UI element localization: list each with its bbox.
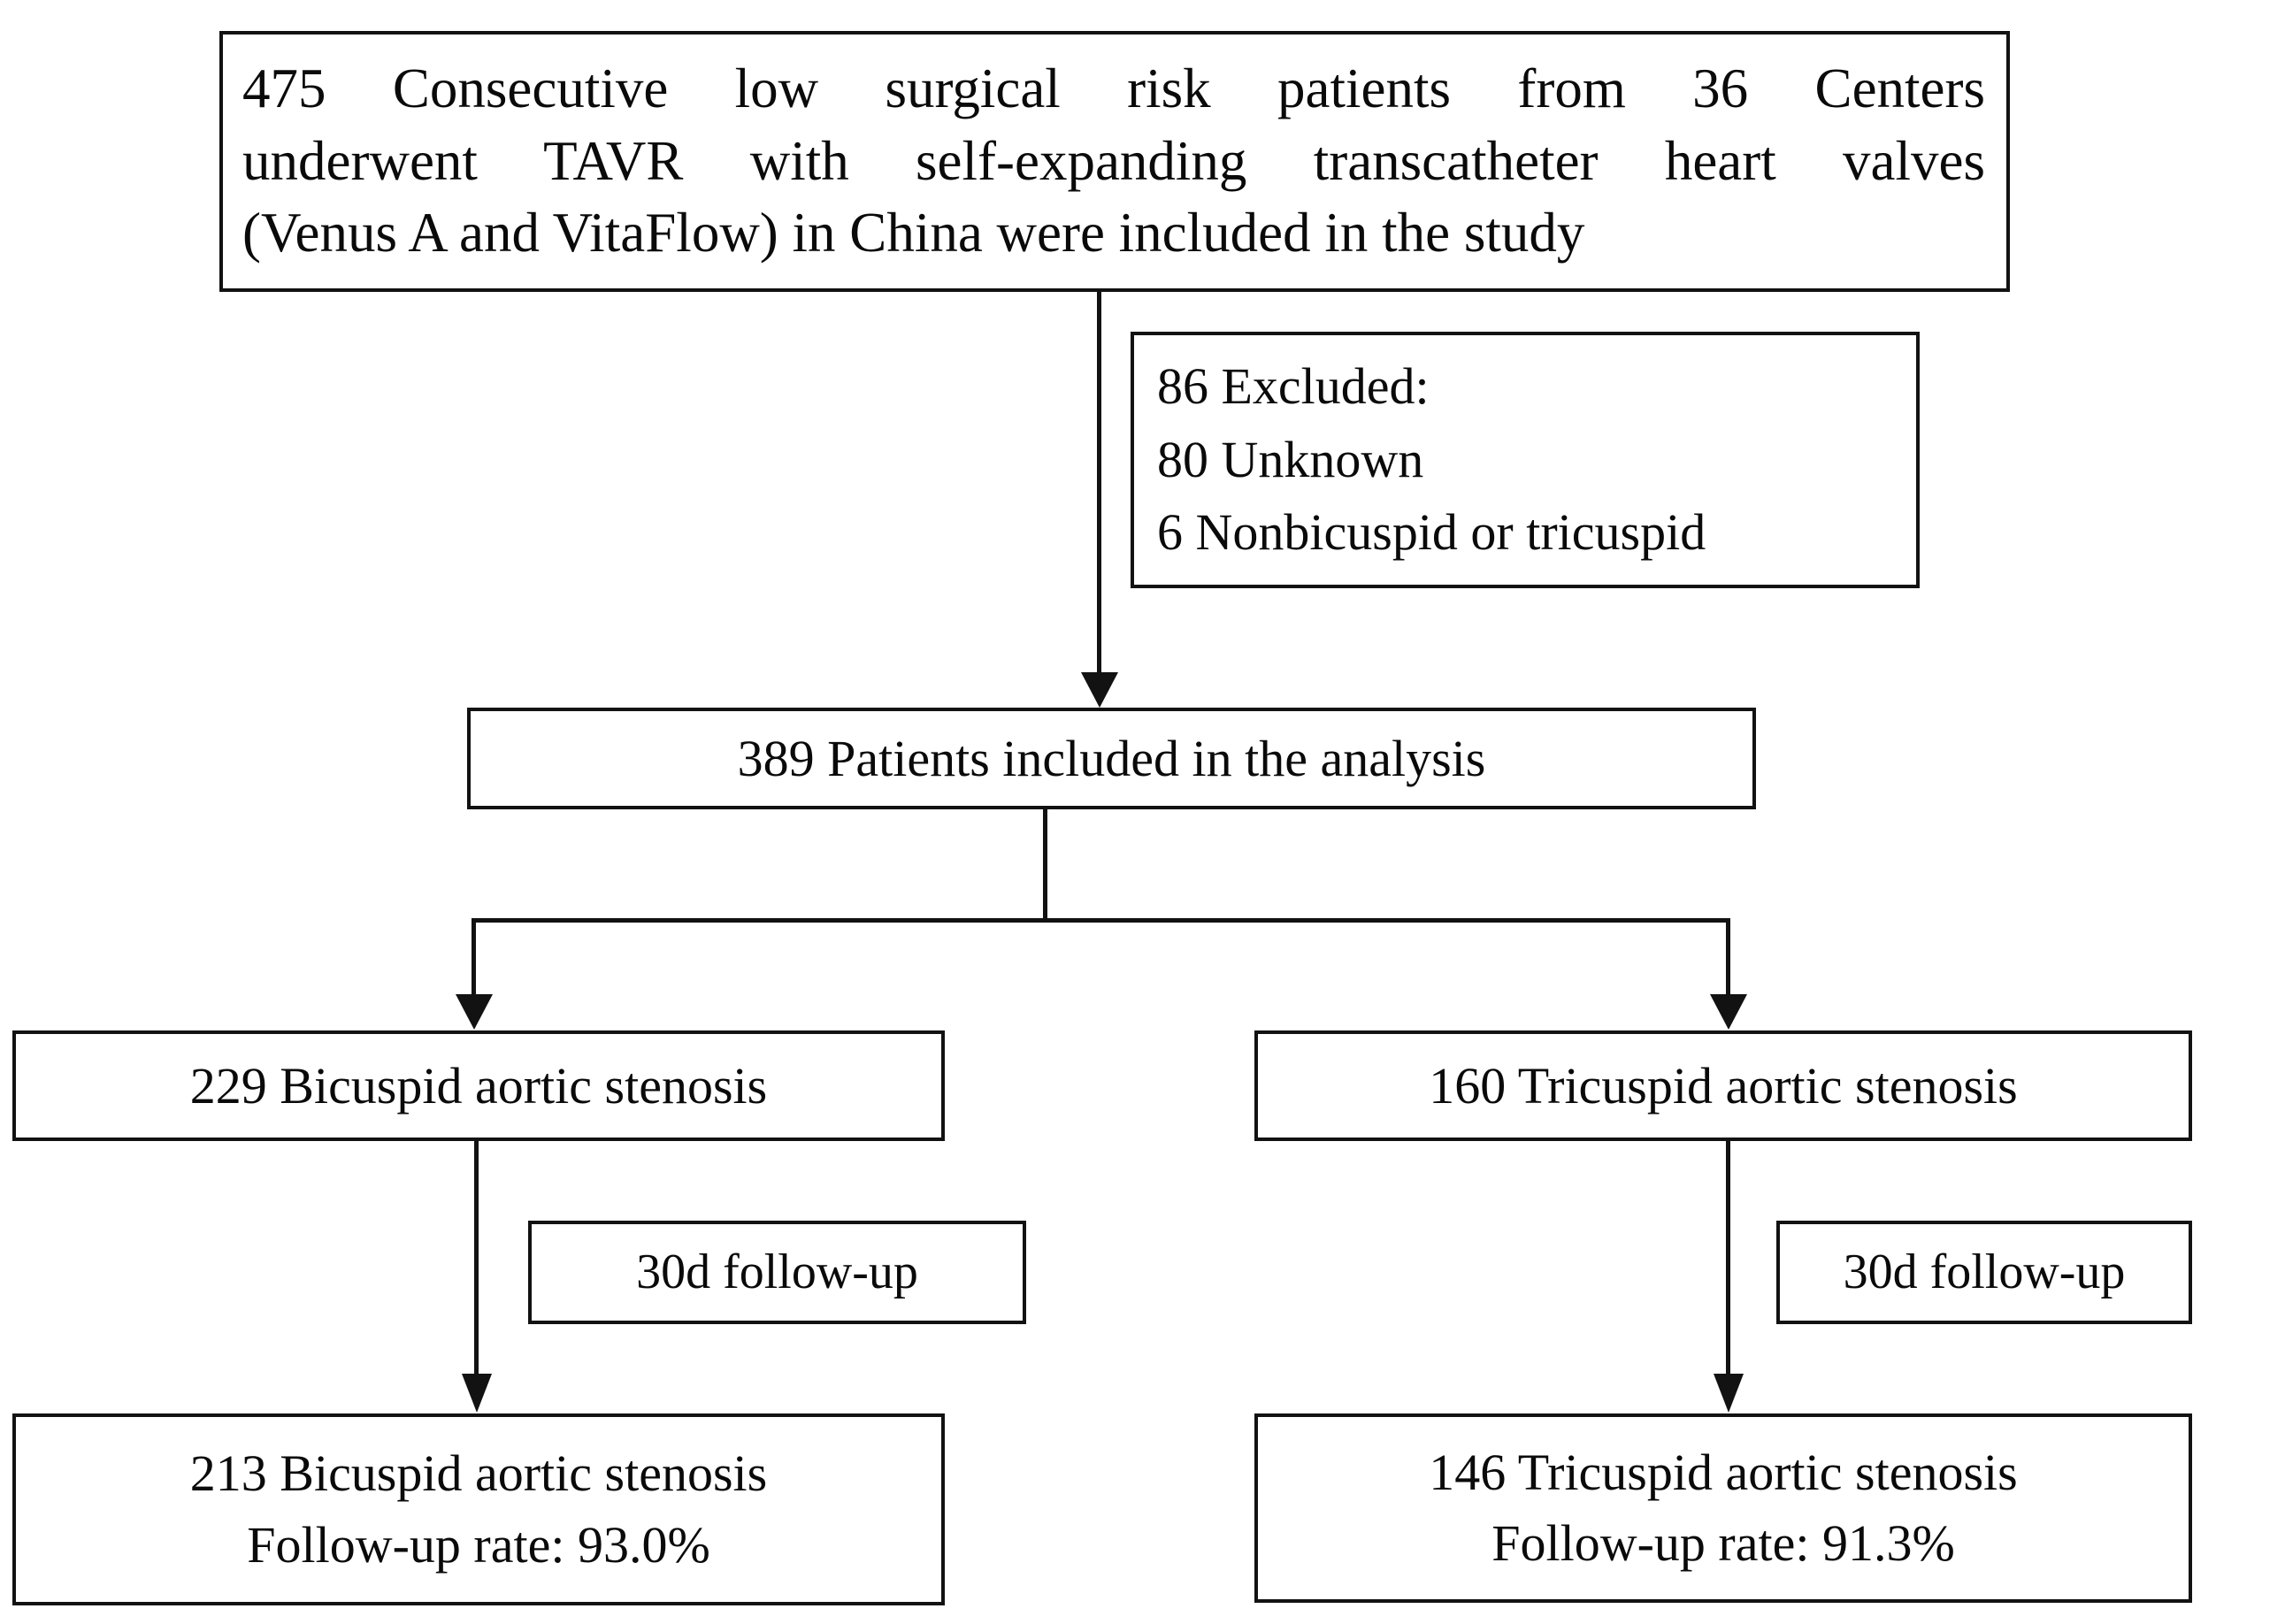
node-patients-included-in-analysis: 389 Patients included in the analysis (467, 708, 1756, 809)
node-excluded-line-2: 80 Unknown (1157, 430, 1424, 488)
connector-tricuspid-to-followup (1726, 1141, 1730, 1375)
arrowhead-enrolled-to-analysis (1081, 672, 1118, 708)
arrowhead-split-to-bicuspid (456, 994, 493, 1030)
connector-split-bar (472, 918, 1730, 923)
connector-split-to-bicuspid (472, 918, 476, 996)
connector-enrolled-to-analysis (1097, 292, 1101, 674)
node-enrolled-patients: 475 Consecutive low surgical risk patien… (219, 31, 2010, 292)
node-tricuspid-fu-line-1: 146 Tricuspid aortic stenosis (1429, 1443, 2018, 1501)
node-tricuspid-followup-result: 146 Tricuspid aortic stenosis Follow-up … (1254, 1413, 2192, 1603)
node-tricuspid-fu-line-2: Follow-up rate: 91.3% (1491, 1514, 1955, 1572)
arrowhead-split-to-tricuspid (1710, 994, 1747, 1030)
node-excluded-line-1: 86 Excluded: (1157, 357, 1430, 416)
connector-analysis-stem (1043, 809, 1047, 922)
node-followup-30d-tricuspid: 30d follow-up (1776, 1221, 2192, 1324)
node-bicuspid-aortic-stenosis: 229 Bicuspid aortic stenosis (12, 1030, 945, 1141)
node-enrolled-line-2: underwent TAVR with self-expanding trans… (242, 129, 1985, 192)
node-bicuspid-followup-result: 213 Bicuspid aortic stenosis Follow-up r… (12, 1413, 945, 1605)
node-bicuspid-fu-line-1: 213 Bicuspid aortic stenosis (189, 1444, 768, 1503)
node-enrolled-line-3: (Venus A and VitaFlow) in China were inc… (242, 202, 1585, 264)
node-tricuspid-label: 160 Tricuspid aortic stenosis (1429, 1056, 2018, 1115)
node-followup-30d-bicuspid: 30d follow-up (528, 1221, 1026, 1324)
connector-bicuspid-to-followup (474, 1141, 479, 1375)
connector-split-to-tricuspid (1726, 918, 1730, 996)
node-analysis-label: 389 Patients included in the analysis (737, 729, 1486, 787)
node-bicuspid-fu-line-2: Follow-up rate: 93.0% (247, 1515, 710, 1574)
node-excluded-patients: 86 Excluded: 80 Unknown 6 Nonbicuspid or… (1131, 332, 1920, 588)
arrowhead-tricuspid-to-followup (1714, 1374, 1744, 1413)
node-bicuspid-label: 229 Bicuspid aortic stenosis (189, 1056, 768, 1115)
node-excluded-line-3: 6 Nonbicuspid or tricuspid (1157, 503, 1706, 562)
arrowhead-bicuspid-to-followup (462, 1374, 492, 1413)
node-tricuspid-aortic-stenosis: 160 Tricuspid aortic stenosis (1254, 1030, 2192, 1141)
node-followup-right-label: 30d follow-up (1843, 1245, 2126, 1300)
node-followup-left-label: 30d follow-up (636, 1245, 918, 1300)
node-enrolled-line-1: 475 Consecutive low surgical risk patien… (242, 57, 1985, 119)
